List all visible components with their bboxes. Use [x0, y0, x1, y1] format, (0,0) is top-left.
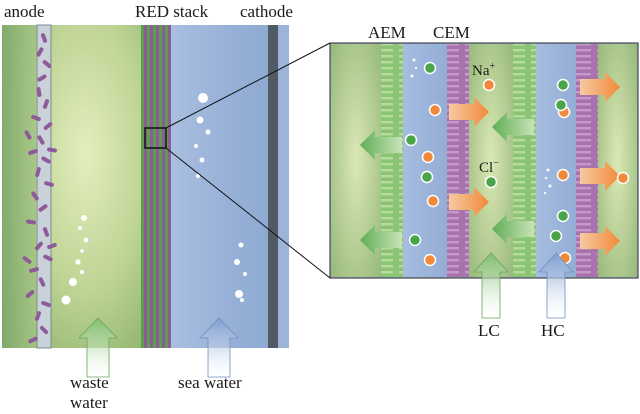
gas-bubbles: [61, 93, 247, 305]
zoom-region-marker: [144, 127, 167, 149]
arrow-up-blue-icon: [199, 317, 239, 378]
ion: [556, 78, 570, 92]
ion: [428, 103, 442, 117]
ion: [404, 133, 418, 147]
ion: [423, 253, 437, 267]
aem-membrane: [513, 44, 536, 277]
ion: [484, 175, 498, 189]
cathode-electrode: [268, 25, 278, 348]
ion: [420, 170, 434, 184]
aem-label: AEM: [368, 23, 406, 42]
ion: [554, 98, 568, 112]
arrow-up-blue-icon: [538, 252, 574, 319]
ion: [616, 171, 630, 185]
waste-water-label-line1: waste: [70, 373, 109, 392]
ion: [421, 150, 435, 164]
anode-label: anode: [4, 2, 45, 21]
sea-water-label: sea water: [178, 373, 242, 392]
aem-membrane: [381, 44, 403, 277]
membrane-detail-inset: [329, 42, 639, 319]
lc-label: LC: [478, 321, 500, 340]
anode-electrode: [36, 24, 52, 349]
cem-membrane: [447, 44, 469, 277]
cl-ions: [404, 61, 570, 247]
red-stack-label: RED stack: [135, 2, 209, 21]
arrow-up-green-icon: [473, 252, 509, 319]
ion: [408, 233, 422, 247]
ion: [556, 209, 570, 223]
cl-ion-label: Cl−: [479, 158, 499, 176]
ion: [549, 229, 563, 243]
ion: [423, 61, 437, 75]
red-stack-membranes: [141, 25, 171, 348]
anode-biofilm: [22, 33, 57, 344]
ion: [426, 194, 440, 208]
ion: [556, 168, 570, 182]
waste-water-label-line2: water: [70, 393, 108, 412]
na-ion-label: Na+: [472, 61, 496, 79]
cathode-label: cathode: [240, 2, 293, 21]
arrow-right-orange-icon: [449, 72, 620, 256]
ion: [482, 78, 496, 92]
hc-label: HC: [541, 321, 565, 340]
anode-side-shade: [2, 25, 36, 348]
cem-membrane: [576, 44, 598, 277]
cem-label: CEM: [433, 23, 470, 42]
red-cell-overview: [2, 24, 331, 378]
arrow-up-green-icon: [78, 317, 118, 378]
arrow-left-green-icon: [360, 112, 534, 255]
